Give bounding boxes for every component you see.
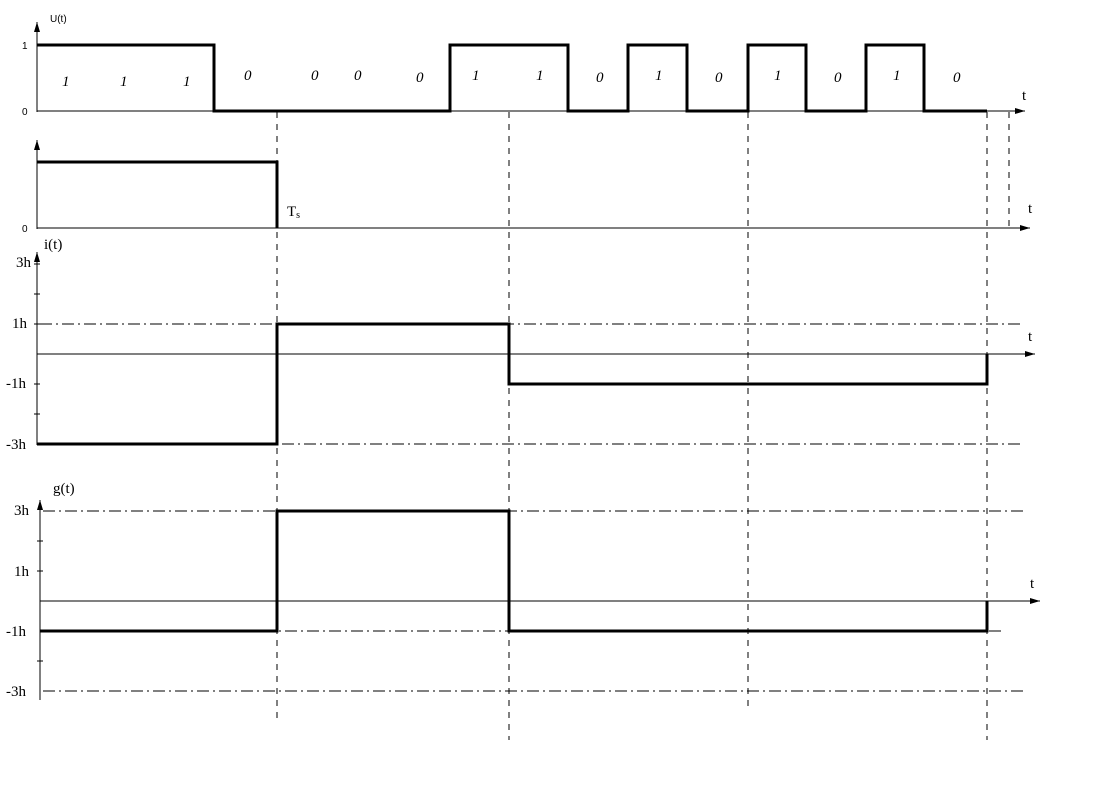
g-signal: [40, 509, 989, 633]
u-bit-labels: 1 1 1 0 0 0 0 1 1 0 1 0 1 0 1 0: [62, 68, 961, 90]
bit-label: 1: [120, 74, 128, 90]
u-tick-high: 1: [22, 41, 28, 52]
bit-label: 1: [183, 74, 191, 90]
g-tick-minus3h: -3h: [6, 684, 26, 700]
u-signal: [37, 43, 987, 113]
u-t-label: t: [1022, 88, 1027, 104]
bit-label: 0: [311, 68, 319, 84]
ts-tick-low: 0: [22, 224, 28, 235]
bit-label: 0: [244, 68, 252, 84]
bit-label: 0: [715, 70, 723, 86]
g-t-label: t: [1030, 576, 1035, 592]
panel-g: g(t) 3h 1h -1h -3h t: [6, 481, 1040, 700]
bit-label: 0: [416, 70, 424, 86]
bit-label: 1: [472, 68, 480, 84]
bit-label: 1: [536, 68, 544, 84]
ts-pulse: [37, 160, 279, 228]
i-tick-marks: [34, 263, 40, 415]
bit-label: 0: [596, 70, 604, 86]
i-tick-minus3h: -3h: [6, 437, 26, 453]
g-y-label: g(t): [53, 481, 75, 497]
i-signal: [37, 322, 989, 446]
g-tick-minus1h: -1h: [6, 624, 26, 640]
i-tick-1h: 1h: [12, 316, 28, 332]
bit-label: 0: [354, 68, 362, 84]
panel-i: i(t) 3h 1h -1h -3h t: [6, 237, 1035, 453]
bit-label: 1: [655, 68, 663, 84]
bit-label: 1: [62, 74, 70, 90]
i-tick-3h: 3h: [16, 255, 32, 271]
bit-label: 0: [953, 70, 961, 86]
panel-ts: 0 Ts t: [22, 140, 1033, 235]
bit-label: 1: [893, 68, 901, 84]
ts-t-label: t: [1028, 201, 1033, 217]
g-tick-1h: 1h: [14, 564, 30, 580]
g-tick-3h: 3h: [14, 503, 30, 519]
u-y-label: U(t): [50, 14, 67, 25]
g-tick-marks: [37, 540, 43, 662]
i-y-label: i(t): [44, 237, 62, 253]
vertical-guides: [276, 112, 1010, 740]
bit-label: 1: [774, 68, 782, 84]
i-t-label: t: [1028, 329, 1033, 345]
ts-label: Ts: [287, 204, 300, 221]
u-tick-low: 0: [22, 107, 28, 118]
bit-label: 0: [834, 70, 842, 86]
panel-u: U(t) 1 0 t 1 1 1 0 0 0 0 1 1 0 1 0 1 0 1 0: [22, 14, 1027, 118]
i-tick-minus1h: -1h: [6, 376, 26, 392]
